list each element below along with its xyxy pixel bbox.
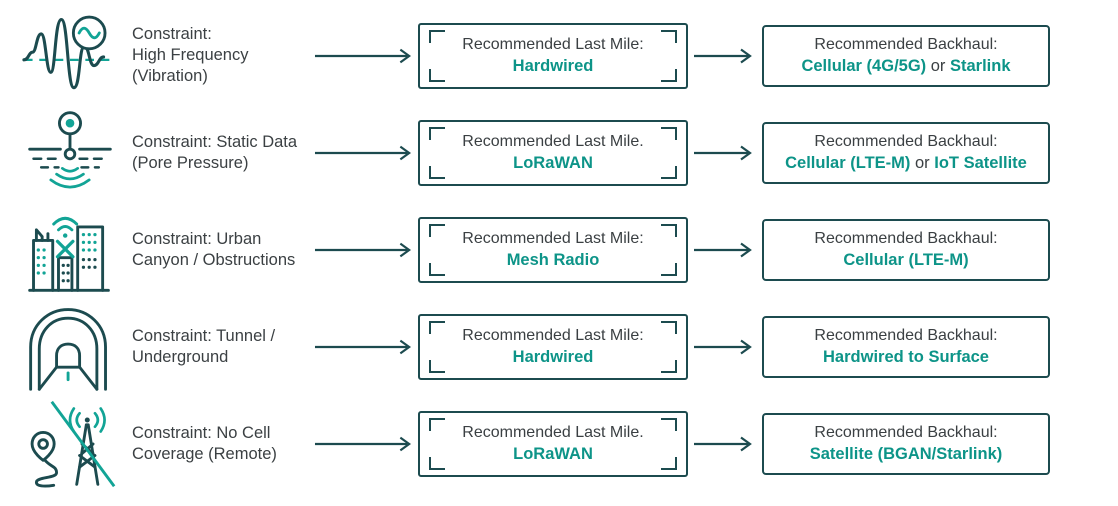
last-mile-box: Recommended Last Mile. LoRaWAN: [418, 119, 688, 186]
last-mile-label: Recommended Last Mile:: [462, 230, 644, 247]
pore-pressure-sensor-icon: [28, 110, 112, 188]
backhaul-box: Recommended Backhaul: Satellite (BGAN/St…: [762, 412, 1050, 475]
last-mile-label: Recommended Last Mile.: [462, 424, 644, 441]
constraint-row: Constraint: Static Data (Pore Pressure) …: [18, 104, 1118, 201]
backhaul-value: Cellular (LTE-M): [843, 251, 969, 269]
last-mile-value: LoRaWAN: [513, 445, 593, 463]
corner-bracket: [661, 417, 677, 431]
backhaul-label: Recommended Backhaul:: [814, 133, 998, 150]
arrow-right-icon: [314, 436, 412, 451]
corner-bracket: [429, 223, 445, 237]
last-mile-box: Recommended Last Mile: Hardwired: [418, 313, 688, 380]
constraint-label: Constraint: Tunnel / Underground: [132, 326, 276, 366]
arrow-right-icon: [694, 145, 752, 160]
corner-bracket: [429, 165, 445, 179]
constraint-label: Constraint: Static Data (Pore Pressure): [132, 132, 298, 172]
constraint-label: Constraint: No Cell Coverage (Remote): [132, 423, 277, 463]
arrow-right-icon: [694, 48, 752, 63]
backhaul-value: Satellite (BGAN/Starlink): [809, 445, 1003, 463]
last-mile-label: Recommended Last Mile:: [462, 36, 644, 53]
backhaul-box: Recommended Backhaul: Hardwired to Surfa…: [762, 315, 1050, 378]
last-mile-value: Mesh Radio: [506, 251, 600, 269]
backhaul-label: Recommended Backhaul:: [814, 424, 998, 441]
last-mile-label: Recommended Last Mile:: [462, 327, 644, 344]
constraint-row: Constraint: No Cell Coverage (Remote) Re…: [18, 395, 1118, 492]
corner-bracket: [429, 68, 445, 82]
backhaul-box: Recommended Backhaul: Cellular (4G/5G) o…: [762, 24, 1050, 87]
corner-bracket: [429, 456, 445, 470]
arrow-right-icon: [314, 48, 412, 63]
corner-bracket: [661, 320, 677, 334]
last-mile-box: Recommended Last Mile: Mesh Radio: [418, 216, 688, 283]
backhaul-value: Hardwired to Surface: [823, 348, 989, 366]
corner-bracket: [429, 320, 445, 334]
corner-bracket: [429, 29, 445, 43]
last-mile-value: Hardwired: [512, 348, 594, 366]
corner-bracket: [661, 456, 677, 470]
arrow-right-icon: [694, 242, 752, 257]
last-mile-value: LoRaWAN: [513, 154, 593, 172]
tunnel-icon: [29, 307, 107, 391]
backhaul-box: Recommended Backhaul: Cellular (LTE-M): [762, 218, 1050, 281]
constraint-label: Constraint: Urban Canyon / Obstructions: [132, 229, 296, 269]
corner-bracket: [661, 262, 677, 276]
backhaul-box: Recommended Backhaul: Cellular (LTE-M) o…: [762, 121, 1050, 184]
arrow-right-icon: [314, 145, 412, 160]
last-mile-box: Recommended Last Mile: Hardwired: [418, 22, 688, 89]
no-cell-coverage-icon: [30, 400, 116, 487]
backhaul-label: Recommended Backhaul:: [814, 327, 998, 344]
corner-bracket: [661, 165, 677, 179]
last-mile-value: Hardwired: [512, 57, 594, 75]
arrow-right-icon: [314, 339, 412, 354]
last-mile-box: Recommended Last Mile. LoRaWAN: [418, 410, 688, 477]
corner-bracket: [429, 417, 445, 431]
corner-bracket: [661, 68, 677, 82]
arrow-right-icon: [694, 436, 752, 451]
last-mile-label: Recommended Last Mile.: [462, 133, 644, 150]
vibration-waveform-icon: [22, 15, 117, 89]
corner-bracket: [429, 262, 445, 276]
arrow-right-icon: [314, 242, 412, 257]
corner-bracket: [661, 126, 677, 140]
corner-bracket: [661, 29, 677, 43]
constraint-row: Constraint: Urban Canyon / Obstructions …: [18, 201, 1118, 298]
backhaul-label: Recommended Backhaul:: [814, 36, 998, 53]
constraint-row: Constraint: High Frequency (Vibration) R…: [18, 7, 1118, 104]
corner-bracket: [429, 359, 445, 373]
constraint-label: Constraint: High Frequency (Vibration): [132, 25, 249, 85]
corner-bracket: [661, 223, 677, 237]
corner-bracket: [661, 359, 677, 373]
urban-canyon-icon: [28, 216, 110, 292]
backhaul-label: Recommended Backhaul:: [814, 230, 998, 247]
backhaul-value: Cellular (LTE-M) or IoT Satellite: [785, 154, 1027, 172]
constraint-row: Constraint: Tunnel / Underground Recomme…: [18, 298, 1118, 395]
backhaul-value: Cellular (4G/5G) or Starlink: [801, 57, 1011, 75]
arrow-right-icon: [694, 339, 752, 354]
corner-bracket: [429, 126, 445, 140]
